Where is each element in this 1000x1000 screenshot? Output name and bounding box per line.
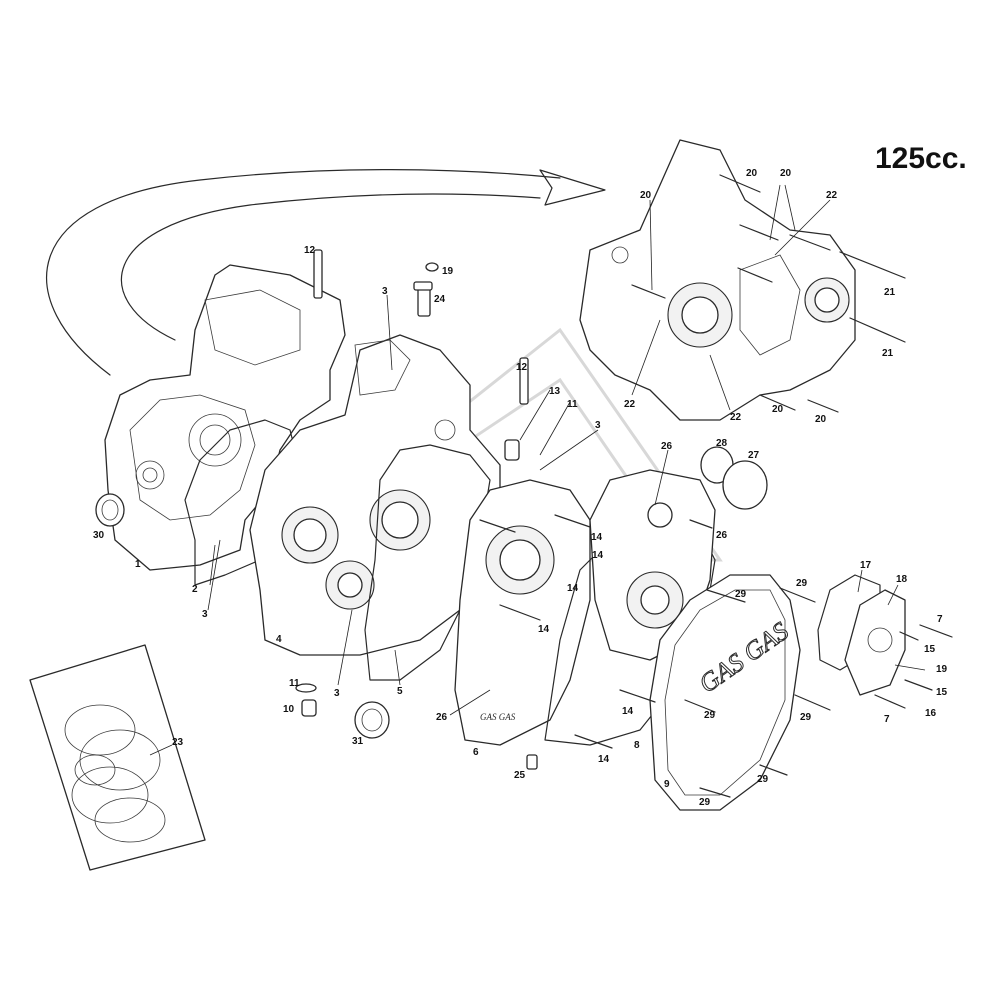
inner-cover-logo: GAS GAS: [480, 712, 516, 722]
label-25: 25: [514, 770, 526, 781]
label-31: 31: [352, 736, 364, 747]
label-7: 7: [937, 614, 943, 625]
engine-size-title: 125cc.: [875, 142, 967, 175]
gasket-5: [364, 444, 491, 681]
label-23: 23: [172, 737, 184, 748]
gasket-2: [184, 419, 301, 586]
label-13: 13: [549, 386, 561, 397]
label-22: 22: [730, 412, 742, 423]
leader-lines: [149, 184, 926, 756]
studs-fittings: [295, 249, 768, 770]
label-29: 29: [800, 712, 812, 723]
label-30: 30: [93, 530, 105, 541]
label-29: 29: [735, 589, 747, 600]
label-10: 10: [283, 704, 295, 715]
label-17: 17: [860, 560, 872, 571]
left-crankcase: [104, 264, 346, 571]
label-22: 22: [826, 190, 838, 201]
label-20: 20: [772, 404, 784, 415]
label-21: 21: [882, 348, 894, 359]
label-20: 20: [746, 168, 758, 179]
label-15: 15: [924, 644, 936, 655]
label-9: 9: [664, 779, 670, 790]
center-crankcase: [249, 334, 501, 656]
label-28: 28: [716, 438, 728, 449]
crankcase-bolts: [631, 174, 906, 413]
clutch-cover: GAS GAS: [649, 574, 801, 811]
label-29: 29: [757, 774, 769, 785]
label-7: 7: [884, 714, 890, 725]
pump-cover: [817, 574, 906, 696]
inner-cover: GAS GAS: [454, 479, 591, 746]
bushes: [95, 493, 390, 739]
label-6: 6: [473, 747, 479, 758]
label-14: 14: [598, 754, 610, 765]
label-12: 12: [516, 362, 528, 373]
label-3: 3: [202, 609, 208, 620]
label-3: 3: [382, 286, 388, 297]
label-14: 14: [538, 624, 550, 635]
label-19: 19: [936, 664, 948, 675]
label-26: 26: [661, 441, 673, 452]
callout-labels: 1 2 3 3 3 3 4 5 6 7 7 8 9 10 11 11 12 12…: [93, 168, 948, 808]
label-8: 8: [634, 740, 640, 751]
gasket-kit: [29, 644, 206, 871]
cover-bolts: [479, 514, 953, 798]
label-4: 4: [276, 634, 282, 645]
label-3: 3: [595, 420, 601, 431]
label-14: 14: [592, 550, 604, 561]
label-29: 29: [704, 710, 716, 721]
label-11: 11: [289, 678, 300, 689]
label-21: 21: [884, 287, 896, 298]
label-19: 19: [442, 266, 454, 277]
label-5: 5: [397, 686, 403, 697]
assembled-crankcase: [579, 139, 856, 421]
label-29: 29: [796, 578, 808, 589]
label-18: 18: [896, 574, 908, 585]
label-26: 26: [716, 530, 728, 541]
label-20: 20: [640, 190, 652, 201]
label-20: 20: [780, 168, 792, 179]
label-29: 29: [699, 797, 711, 808]
label-15: 15: [936, 687, 948, 698]
label-2: 2: [192, 584, 198, 595]
assembly-arrow: [46, 169, 606, 376]
label-16: 16: [925, 708, 937, 719]
label-14: 14: [567, 583, 579, 594]
label-3: 3: [334, 688, 340, 699]
label-11: 11: [567, 399, 578, 410]
label-24: 24: [434, 294, 446, 305]
label-12: 12: [304, 245, 316, 256]
label-20: 20: [815, 414, 827, 425]
label-27: 27: [748, 450, 760, 461]
label-1: 1: [135, 559, 141, 570]
label-14: 14: [622, 706, 634, 717]
label-26: 26: [436, 712, 448, 723]
label-14: 14: [591, 532, 603, 543]
label-22: 22: [624, 399, 636, 410]
